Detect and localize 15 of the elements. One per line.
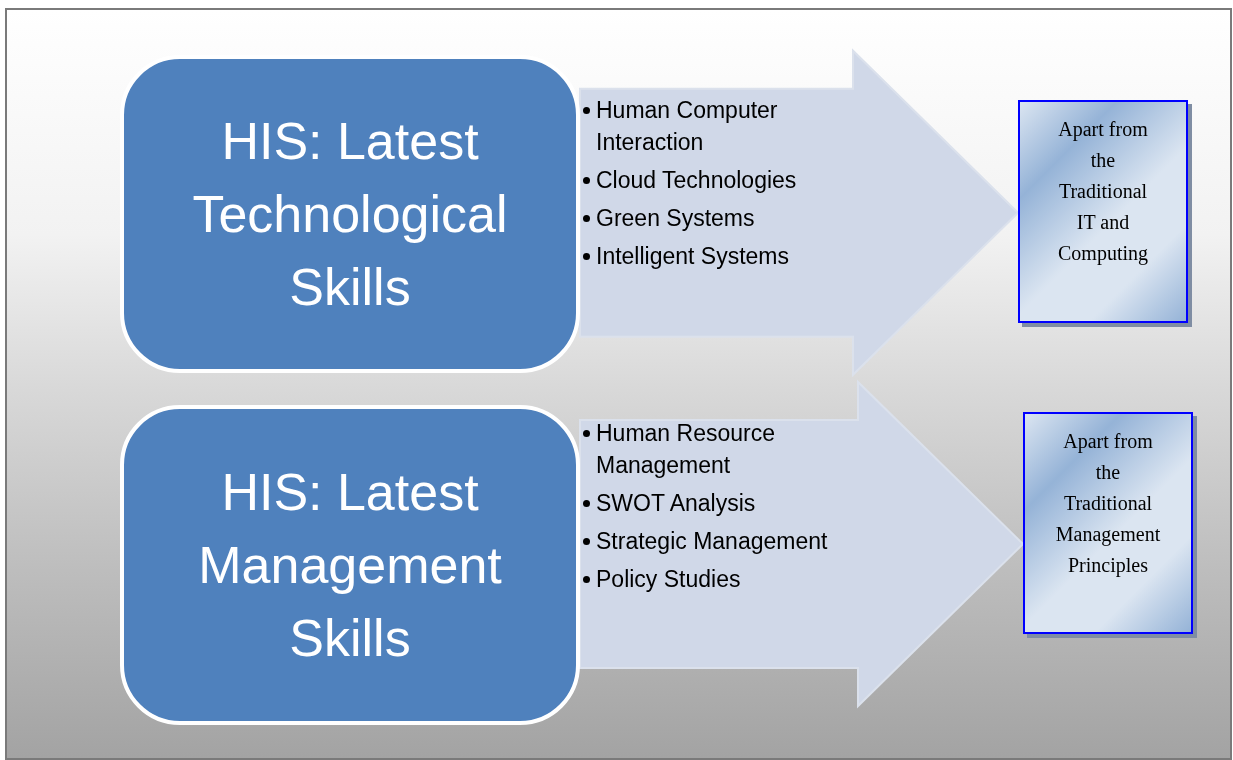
note-text: Apart from the Traditional Management Principles	[1054, 429, 1162, 579]
bullet-item: Human Computer Interaction	[596, 97, 778, 155]
bullet-item: Cloud Technologies	[596, 167, 797, 193]
block-arrow	[579, 379, 1025, 709]
bullet-item: Human Resource Management	[596, 420, 775, 478]
bullet-item: Strategic Management	[596, 528, 828, 554]
box-title: HIS: Latest Management Skills	[197, 461, 503, 669]
bullet-item: Policy Studies	[596, 566, 741, 592]
rounded-box	[120, 405, 580, 725]
box-title: HIS: Latest Technological Skills	[191, 110, 509, 318]
bullet-item: SWOT Analysis	[596, 490, 756, 516]
block-arrow	[579, 48, 1020, 378]
bullet-item: Green Systems	[596, 205, 755, 231]
note-text: Apart from the Traditional IT and Computing	[1057, 117, 1149, 267]
bullet-item: Intelligent Systems	[596, 243, 790, 269]
